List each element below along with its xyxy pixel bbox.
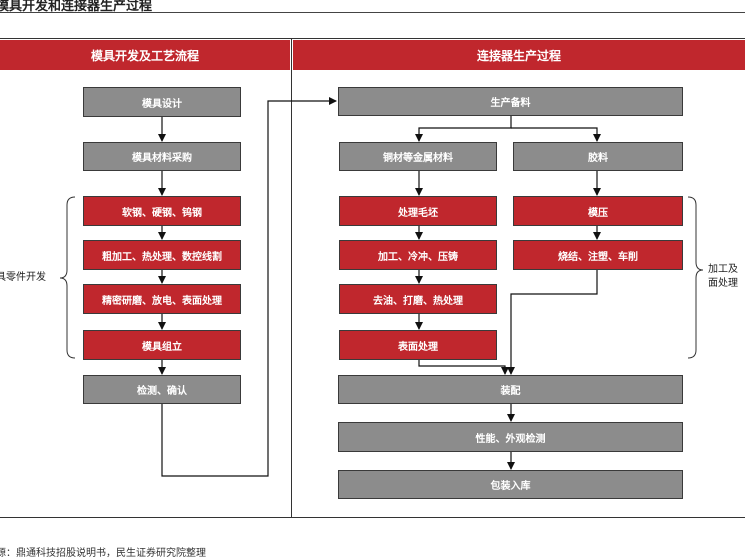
- step-inspection: 检测、确认: [83, 375, 241, 404]
- step-sintering-injection: 烧结、注塑、车削: [513, 240, 683, 270]
- step-precision-grinding: 精密研磨、放电、表面处理: [83, 284, 241, 314]
- step-production-prep: 生产备料: [338, 87, 683, 116]
- step-steel-types: 软钢、硬钢、钨钢: [83, 196, 241, 226]
- step-packaging: 包装入库: [338, 470, 683, 499]
- step-stamping-casting: 加工、冷冲、压铸: [339, 240, 497, 270]
- step-mold-design: 模具设计: [83, 87, 241, 117]
- step-plastic-material: 胶料: [513, 142, 683, 171]
- figure-title: 模具开发和连接器生产过程: [0, 0, 153, 14]
- step-mold-material-purchase: 模具材料采购: [83, 142, 241, 171]
- mold-parts-group-label: 具零件开发: [0, 272, 46, 283]
- panel-divider: [291, 38, 292, 518]
- processing-group-label-line2: 面处理: [708, 278, 738, 289]
- step-degrease-polish: 去油、打磨、热处理: [339, 284, 497, 314]
- step-blank-processing: 处理毛坯: [339, 196, 497, 226]
- step-assembly: 装配: [338, 375, 683, 404]
- title-rule: [0, 12, 745, 13]
- left-panel-header: 模具开发及工艺流程: [0, 40, 290, 70]
- step-quality-check: 性能、外观检测: [338, 422, 683, 452]
- step-metal-materials: 铜材等金属材料: [339, 142, 497, 171]
- step-surface-treatment: 表面处理: [339, 330, 497, 360]
- step-molding: 模压: [513, 196, 683, 226]
- diagram-frame: [0, 38, 745, 518]
- step-rough-machining: 粗加工、热处理、数控线割: [83, 240, 241, 270]
- processing-group-label-line1: 加工及: [708, 264, 738, 275]
- source-note: 源：鼎通科技招股说明书，民生证券研究院整理: [0, 548, 206, 559]
- right-panel-header: 连接器生产过程: [293, 40, 745, 70]
- step-mold-assembly: 模具组立: [83, 330, 241, 360]
